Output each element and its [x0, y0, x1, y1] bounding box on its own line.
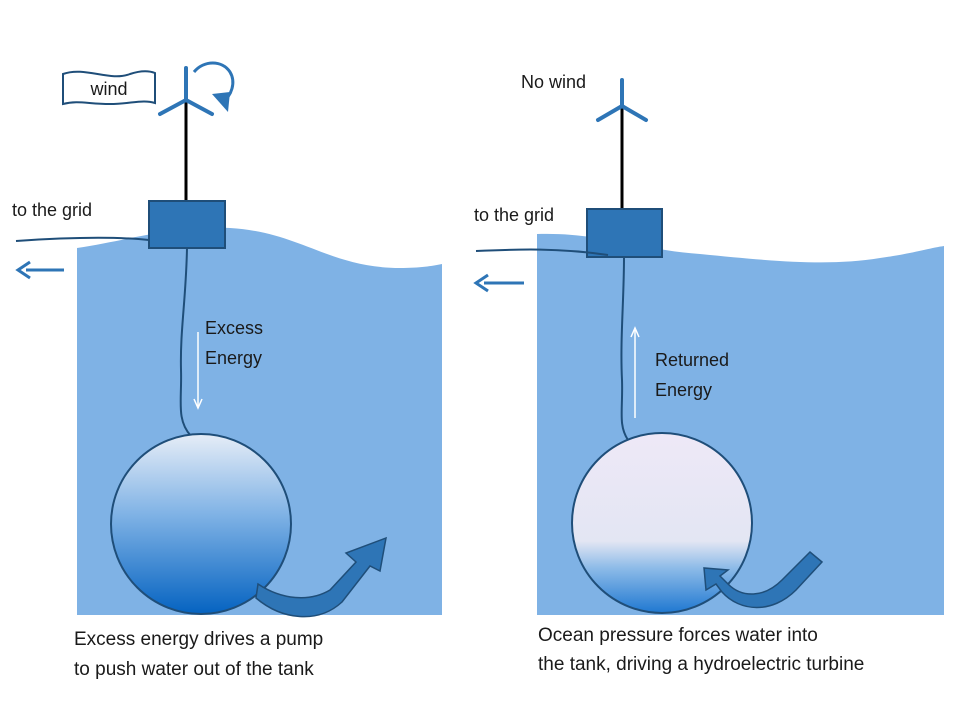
grid-cable	[475, 248, 609, 256]
wind-flag: wind	[62, 70, 156, 106]
grid-arrow-icon	[473, 273, 524, 293]
energy-down-arrow	[193, 332, 203, 410]
no-wind-label: No wind	[521, 72, 586, 92]
right-caption-line1: Ocean pressure forces water into	[538, 625, 818, 646]
rotation-arrow-icon	[192, 61, 235, 112]
storage-tank-full	[110, 433, 292, 615]
flow-arrow-icon	[255, 536, 387, 618]
tank-cable	[179, 247, 192, 437]
excess-energy-label-1: Excess	[205, 318, 263, 338]
right-panel: No wind to the grid Returned Energy Ocea…	[473, 72, 944, 675]
grid-label: to the grid	[474, 205, 554, 225]
flow-arrow-icon	[703, 550, 824, 609]
right-caption-line2: the tank, driving a hydroelectric turbin…	[538, 654, 864, 675]
left-panel: wind to the grid Excess Ener	[12, 61, 442, 680]
left-caption-line1: Excess energy drives a pump	[74, 629, 323, 650]
returned-energy-label-2: Energy	[655, 380, 712, 400]
grid-label: to the grid	[12, 200, 92, 220]
wind-label: wind	[89, 79, 127, 99]
tank-cable	[620, 256, 629, 441]
excess-energy-label-2: Energy	[205, 348, 262, 368]
grid-cable	[15, 236, 150, 242]
energy-up-arrow	[630, 326, 640, 418]
generator-box	[148, 200, 226, 249]
generator-box	[586, 208, 663, 258]
wind-turbine-icon	[158, 66, 214, 200]
grid-arrow-icon	[15, 260, 64, 280]
left-caption-line2: to push water out of the tank	[74, 659, 314, 680]
returned-energy-label-1: Returned	[655, 350, 729, 370]
wind-turbine-icon	[596, 78, 648, 208]
